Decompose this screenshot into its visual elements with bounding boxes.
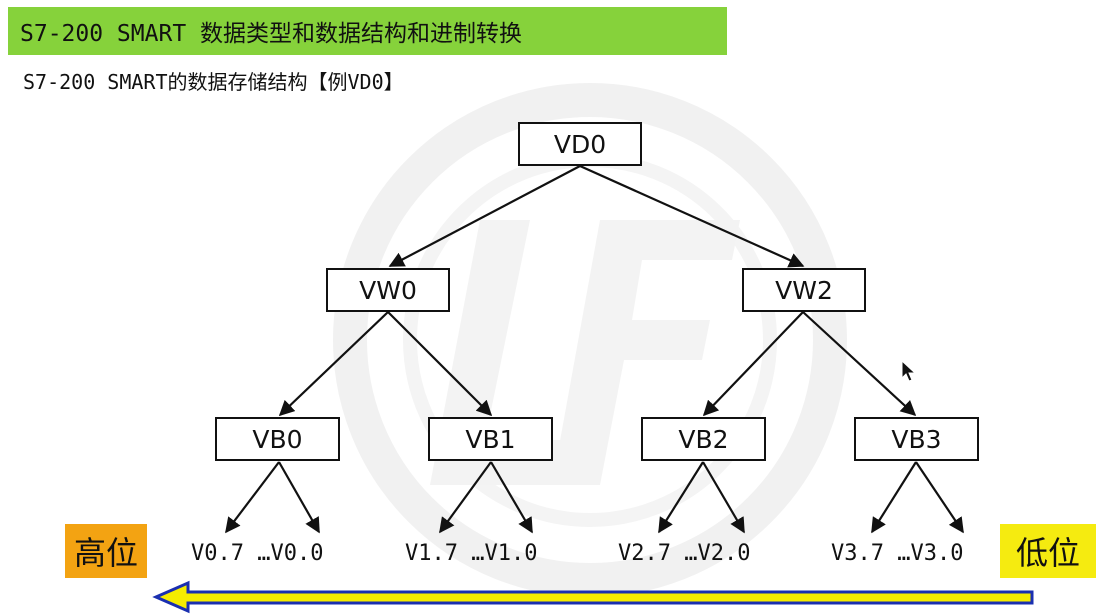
edge-vw2-vb2 [702,311,804,417]
node-vb2: VB2 [641,417,766,461]
edge-vb1-bit-high [439,461,492,534]
edge-vb1-bit-low [490,461,533,534]
edge-vb2-bit-high [658,461,704,534]
low-bit-label: 低位 [1000,524,1096,578]
bits-vb1: V1.7 …V1.0 [405,541,538,566]
direction-arrow [152,580,1034,614]
edge-vd0-vw0 [388,165,581,267]
node-vb1: VB1 [428,417,553,461]
edge-vw0-vb1 [387,311,493,417]
title-bar: S7-200 SMART 数据类型和数据结构和进制转换 [8,7,727,55]
high-bit-label: 高位 [65,524,147,578]
bits-vb3: V3.7 …V3.0 [831,541,964,566]
node-vw0: VW0 [326,268,450,312]
bits-vb0: V0.7 …V0.0 [191,541,324,566]
edge-vb2-bit-low [702,461,745,534]
page-title: S7-200 SMART 数据类型和数据结构和进制转换 [20,21,523,47]
edge-vb0-bit-high [225,461,280,534]
edge-vb3-bit-low [915,461,964,534]
bits-vb2: V2.7 …V2.0 [618,541,751,566]
node-vb3: VB3 [854,417,979,461]
node-vb0: VB0 [215,417,340,461]
edge-vb0-bit-low [278,461,320,534]
edge-vb3-bit-high [871,461,917,534]
mouse-pointer-icon [901,360,917,382]
node-vw2: VW2 [742,268,866,312]
edge-vw0-vb0 [278,311,389,417]
edge-vd0-vw2 [579,164,805,268]
node-vd0: VD0 [518,122,642,166]
edge-vw2-vb3 [802,311,917,417]
